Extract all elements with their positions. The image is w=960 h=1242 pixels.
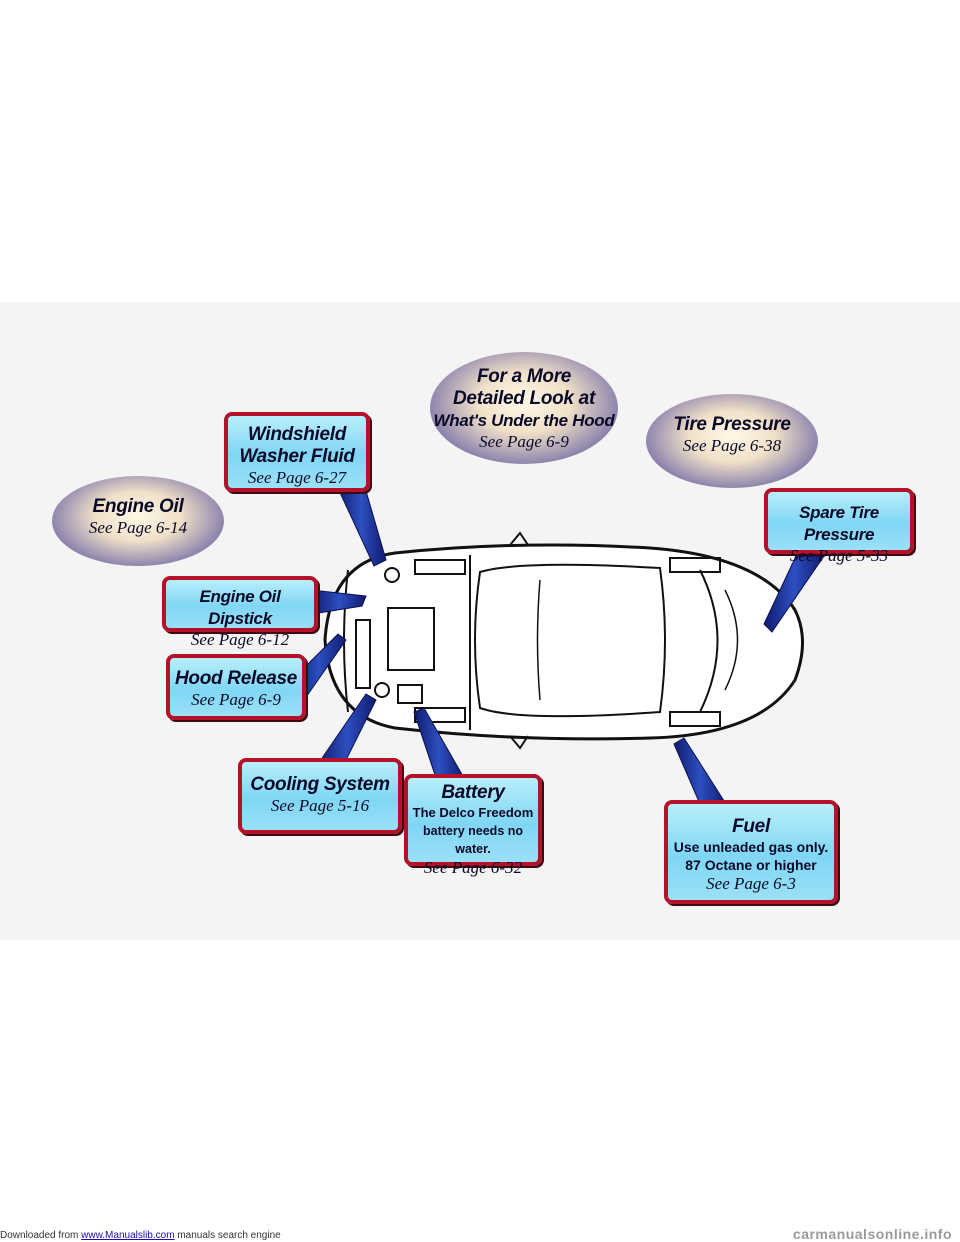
arrow-windshield bbox=[335, 483, 387, 567]
tire-pressure-page: See Page 6-38 bbox=[682, 436, 782, 455]
footer-suffix: manuals search engine bbox=[177, 1230, 281, 1241]
car-outline bbox=[323, 531, 804, 750]
dipstick-page: See Page 6-12 bbox=[190, 630, 290, 649]
hood-release-page: See Page 6-9 bbox=[191, 690, 281, 709]
battery-line2: battery needs no water. bbox=[422, 824, 524, 856]
tire-pressure-title: Tire Pressure bbox=[673, 414, 791, 435]
engine-oil-page: See Page 6-14 bbox=[88, 518, 188, 537]
more-detail-line3: What's Under the Hood bbox=[433, 411, 615, 430]
dipstick-title: Engine Oil Dipstick bbox=[199, 587, 281, 628]
fuel-page: See Page 6-3 bbox=[706, 874, 796, 893]
manualslib-link[interactable]: www.Manualslib.com bbox=[81, 1230, 175, 1241]
callout-windshield-washer: Windshield Washer Fluid See Page 6-27 bbox=[224, 412, 370, 492]
windshield-page: See Page 6-27 bbox=[247, 468, 347, 487]
callout-battery: Battery The Delco Freedom battery needs … bbox=[404, 774, 542, 877]
spare-tire-page: See Page 5-33 bbox=[789, 546, 889, 565]
callout-cooling-system: Cooling System See Page 5-16 bbox=[238, 758, 402, 834]
cooling-title: Cooling System bbox=[250, 774, 390, 795]
watermark: carmanualsonline.info bbox=[792, 1226, 952, 1242]
more-detail-page: See Page 6-9 bbox=[479, 432, 569, 451]
footer-prefix: Downloaded from bbox=[0, 1230, 79, 1241]
battery-page: See Page 6-32 bbox=[423, 858, 523, 877]
windshield-line1: Windshield bbox=[247, 424, 347, 445]
arrow-fuel bbox=[673, 737, 727, 805]
callout-tire-pressure: Tire Pressure See Page 6-38 bbox=[646, 394, 818, 488]
callout-fuel: Fuel Use unleaded gas only. 87 Octane or… bbox=[664, 800, 838, 904]
fuel-title: Fuel bbox=[732, 816, 770, 837]
hood-release-title: Hood Release bbox=[174, 668, 298, 689]
fuel-line2: 87 Octane or higher bbox=[685, 857, 817, 873]
callout-hood-release: Hood Release See Page 6-9 bbox=[166, 654, 306, 720]
cooling-page: See Page 5-16 bbox=[270, 796, 370, 815]
more-detail-line1: For a More bbox=[476, 366, 572, 387]
download-footer: Downloaded from www.Manualslib.com manua… bbox=[0, 1230, 281, 1241]
callout-more-detail: For a More Detailed Look at What's Under… bbox=[430, 352, 618, 464]
engine-oil-title: Engine Oil bbox=[92, 496, 184, 517]
callout-engine-oil: Engine Oil See Page 6-14 bbox=[52, 476, 224, 566]
callout-spare-tire-pressure: Spare Tire Pressure See Page 5-33 bbox=[764, 488, 914, 565]
windshield-line2: Washer Fluid bbox=[239, 446, 355, 467]
spare-tire-title: Spare Tire Pressure bbox=[799, 503, 879, 544]
fuel-line1: Use unleaded gas only. bbox=[673, 839, 829, 855]
more-detail-line2: Detailed Look at bbox=[453, 388, 595, 409]
battery-title: Battery bbox=[441, 782, 505, 803]
callout-engine-oil-dipstick: Engine Oil Dipstick See Page 6-12 bbox=[162, 576, 318, 649]
arrow-spare-tire bbox=[763, 555, 825, 633]
battery-line1: The Delco Freedom bbox=[412, 805, 534, 820]
